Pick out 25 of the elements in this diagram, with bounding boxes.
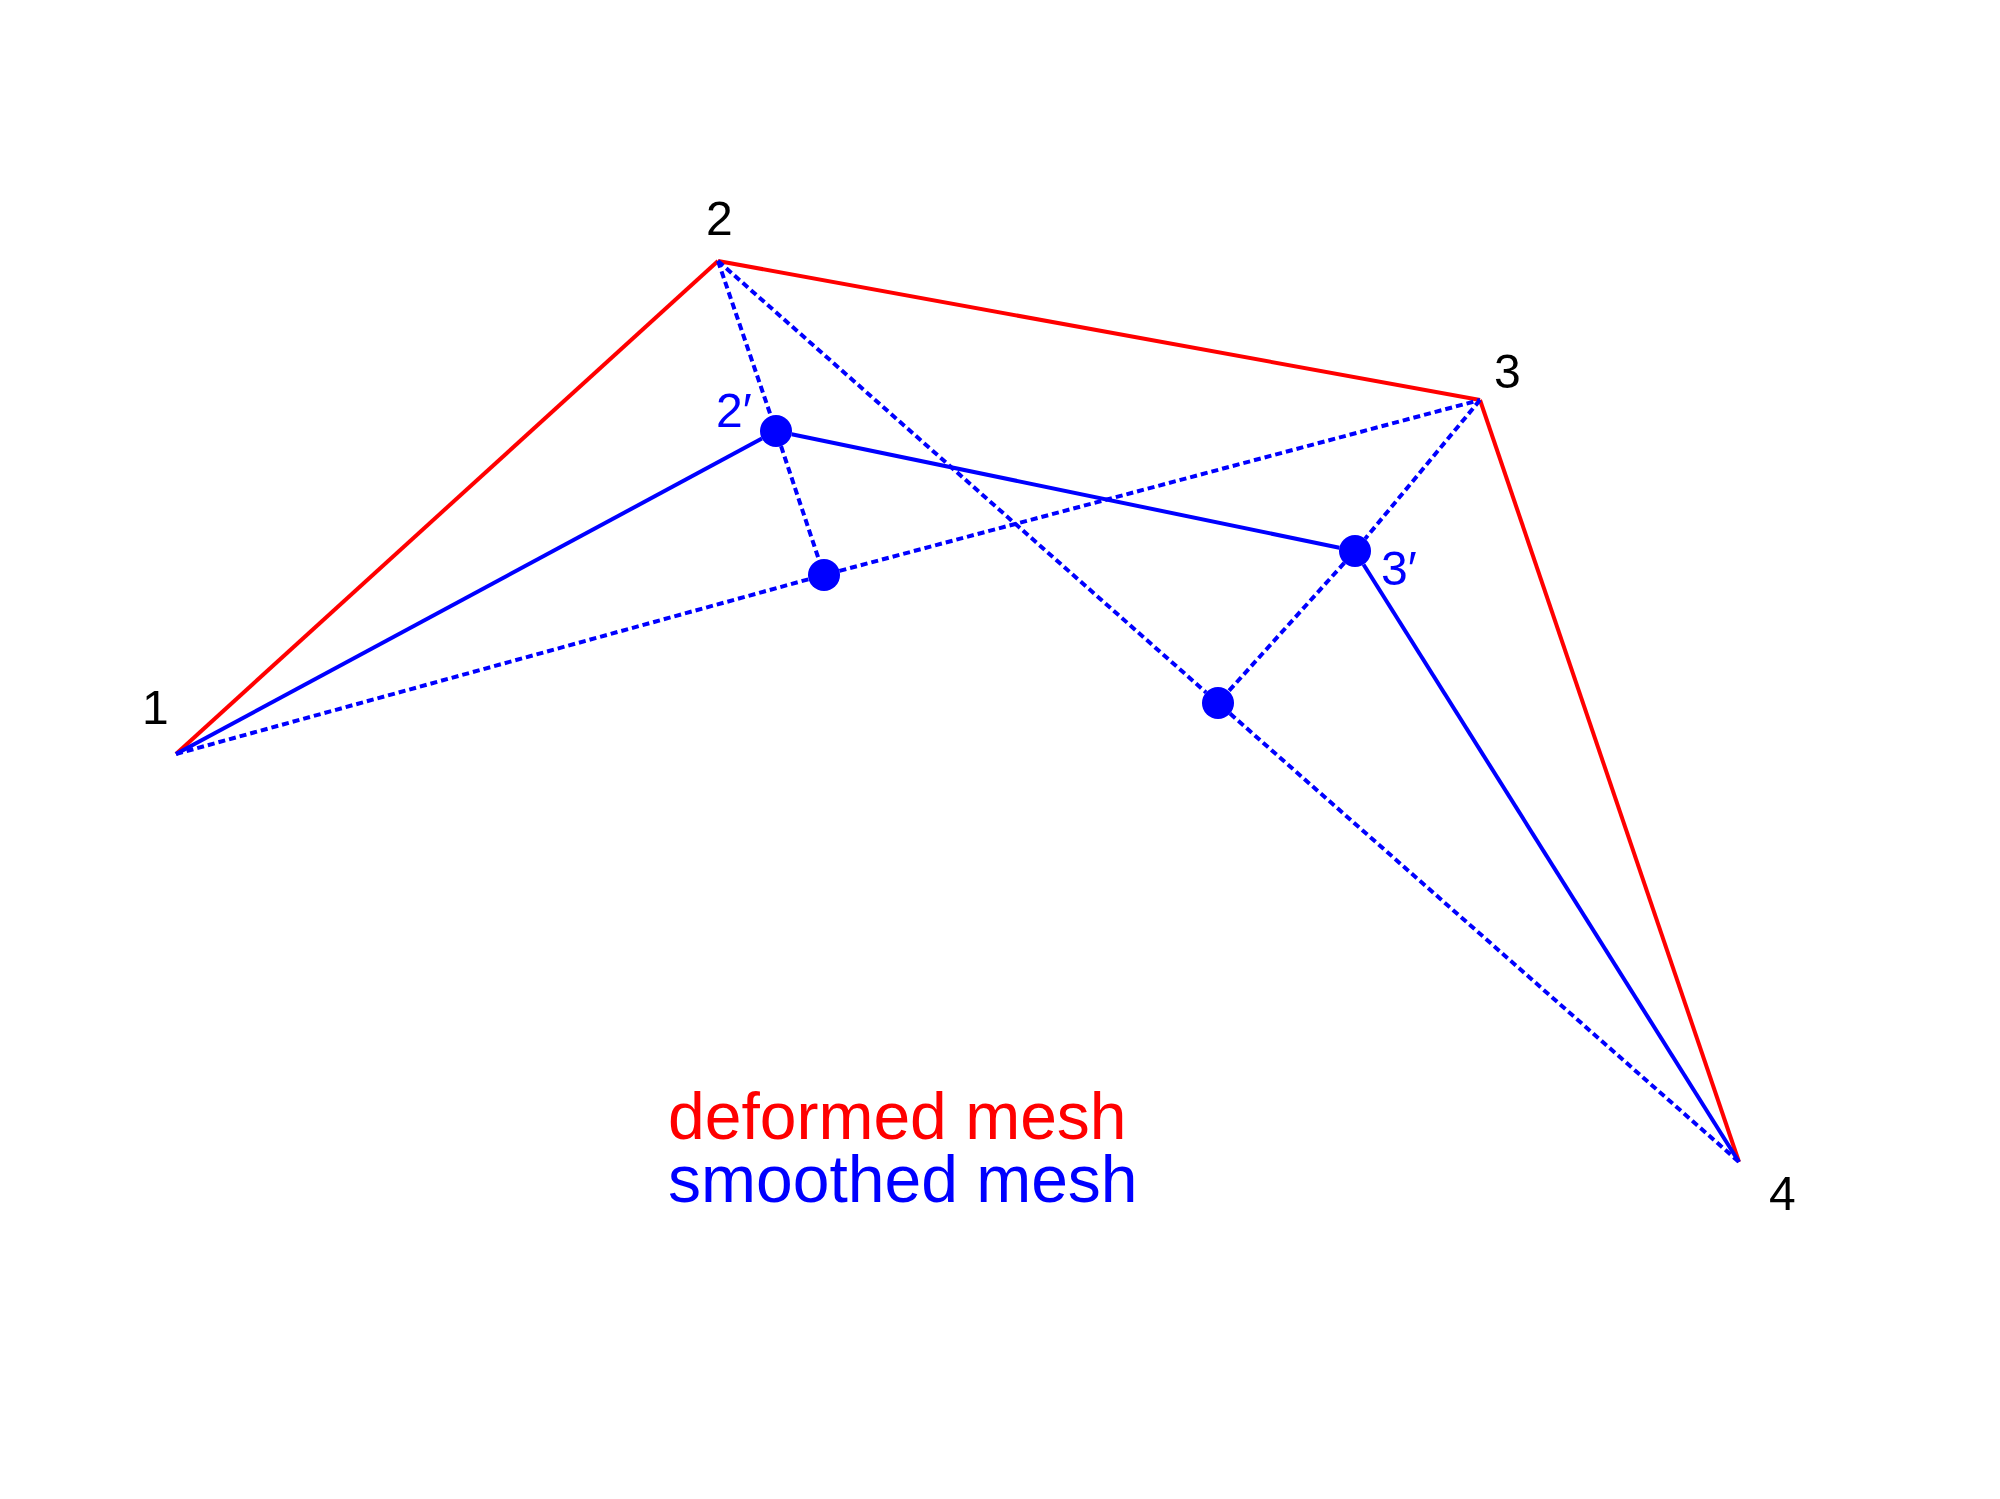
mesh-line bbox=[717, 259, 1481, 402]
mesh-line bbox=[175, 436, 763, 756]
point-label: 3′ bbox=[1381, 545, 1417, 593]
vertex-number: 2 bbox=[706, 195, 733, 243]
node-dot bbox=[808, 559, 840, 591]
legend-entry: smoothed mesh bbox=[668, 1146, 1138, 1212]
mesh-line bbox=[1478, 399, 1741, 1163]
dashed-mesh-line bbox=[1363, 398, 1482, 540]
dashed-mesh-line bbox=[838, 398, 1481, 573]
dashed-mesh-line bbox=[175, 577, 810, 756]
mesh-line bbox=[791, 432, 1340, 550]
point-label: 2′ bbox=[716, 387, 752, 435]
node-dot bbox=[760, 415, 792, 447]
vertex-number: 3 bbox=[1494, 348, 1521, 396]
dashed-mesh-line bbox=[1228, 712, 1741, 1164]
legend-entry: deformed mesh bbox=[668, 1083, 1127, 1149]
dashed-mesh-line bbox=[1227, 561, 1346, 693]
vertex-number: 1 bbox=[142, 684, 169, 732]
dashed-mesh-line bbox=[779, 445, 821, 561]
node-dot bbox=[1339, 535, 1371, 567]
node-dot bbox=[1202, 687, 1234, 719]
dashed-mesh-line bbox=[716, 259, 1208, 694]
dashed-mesh-line bbox=[716, 260, 773, 417]
vertex-number: 4 bbox=[1769, 1170, 1796, 1218]
mesh-line bbox=[1361, 563, 1741, 1164]
